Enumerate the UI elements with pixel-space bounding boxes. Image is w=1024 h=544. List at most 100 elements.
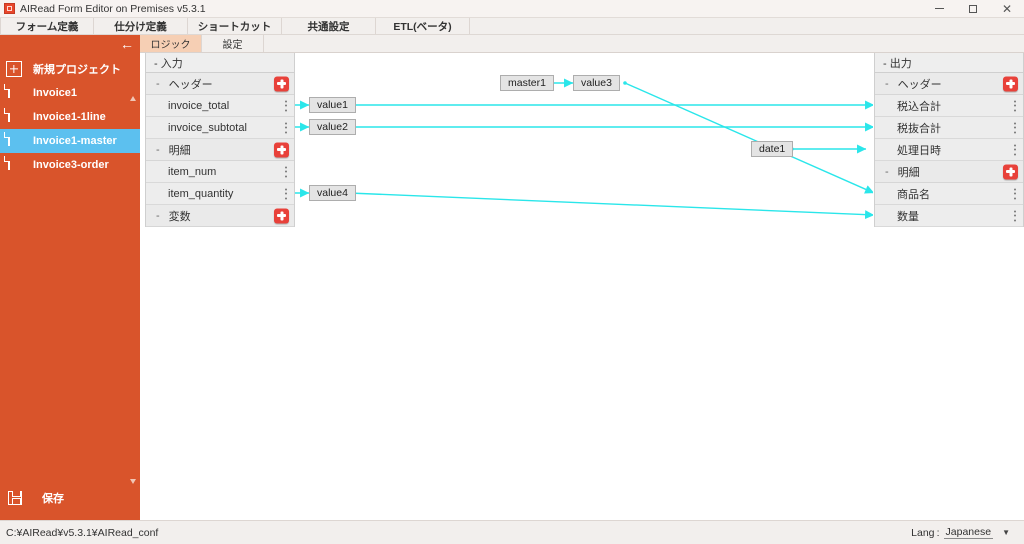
menu-item-common-settings[interactable]: 共通設定 xyxy=(282,18,376,34)
output-group-detail[interactable]: - 明細 xyxy=(875,161,1023,183)
menu-bar-filler xyxy=(470,18,1024,34)
kebab-menu-icon[interactable] xyxy=(1013,144,1016,155)
inner-tab-bar: ロジック 設定 xyxy=(140,35,1024,53)
maximize-icon xyxy=(969,4,977,13)
kebab-menu-icon[interactable] xyxy=(284,122,287,133)
input-field-item-quantity[interactable]: item_quantity xyxy=(146,183,294,205)
add-field-button[interactable] xyxy=(1003,164,1018,179)
collapse-toggle-icon[interactable]: - xyxy=(156,209,160,222)
collapse-toggle-icon[interactable]: - xyxy=(156,143,160,156)
sidebar-item-label: 新規プロジェクト xyxy=(33,64,121,76)
input-field-item-num[interactable]: item_num xyxy=(146,161,294,183)
collapse-toggle-icon[interactable]: - xyxy=(156,77,160,90)
input-group-header[interactable]: - ヘッダー xyxy=(146,73,294,95)
kebab-menu-icon[interactable] xyxy=(284,188,287,199)
menu-item-sorting-definition[interactable]: 仕分け定義 xyxy=(94,18,188,34)
output-group-label: 明細 xyxy=(897,166,920,179)
input-panel: - 入力 - ヘッダー invoice_total invoice_subtot… xyxy=(145,53,295,227)
kebab-menu-icon[interactable] xyxy=(284,166,287,177)
canvas-node-master1[interactable]: master1 xyxy=(500,75,554,91)
sidebar-item-invoice3-order[interactable]: Invoice3-order xyxy=(0,153,140,177)
language-value: Japanese xyxy=(943,526,994,539)
output-field-processing-datetime[interactable]: 処理日時 xyxy=(875,139,1023,161)
save-icon xyxy=(8,491,22,505)
canvas-node-value4[interactable]: value4 xyxy=(309,185,356,201)
output-field-label: 商品名 xyxy=(897,188,930,201)
input-group-detail[interactable]: - 明細 xyxy=(146,139,294,161)
sidebar-item-label: Invoice1-master xyxy=(33,135,117,147)
logic-canvas[interactable]: master1 value3 value1 value2 value4 date… xyxy=(295,53,873,520)
menu-bar: フォーム定義 仕分け定義 ショートカット 共通設定 ETL(ベータ) xyxy=(0,18,1024,35)
back-button[interactable]: ← xyxy=(0,35,140,53)
add-field-button[interactable] xyxy=(274,208,289,223)
output-field-tax-excluded-total[interactable]: 税抜合計 xyxy=(875,117,1023,139)
menu-item-shortcut[interactable]: ショートカット xyxy=(188,18,282,34)
kebab-menu-icon[interactable] xyxy=(1013,100,1016,111)
sidebar-scroll-down[interactable] xyxy=(130,479,137,486)
node-label: date1 xyxy=(759,143,786,155)
menu-item-form-definition[interactable]: フォーム定義 xyxy=(0,18,94,34)
document-icon xyxy=(6,132,22,149)
kebab-menu-icon[interactable] xyxy=(1013,122,1016,133)
tab-logic[interactable]: ロジック xyxy=(140,35,202,52)
config-path-text: C:¥AIRead¥v5.3.1¥AIRead_conf xyxy=(6,526,159,539)
output-panel-title: - 出力 xyxy=(875,53,1023,73)
save-button[interactable]: 保存 xyxy=(0,485,140,511)
kebab-menu-icon[interactable] xyxy=(1013,188,1016,199)
add-field-button[interactable] xyxy=(274,142,289,157)
output-group-label: ヘッダー xyxy=(897,78,942,91)
output-group-header[interactable]: - ヘッダー xyxy=(875,73,1023,95)
back-arrow-icon: ← xyxy=(120,36,134,52)
collapse-toggle-icon[interactable]: - xyxy=(885,77,889,90)
sidebar-item-invoice1[interactable]: Invoice1 xyxy=(0,81,140,105)
work-area: - 入力 - ヘッダー invoice_total invoice_subtot… xyxy=(140,53,1024,520)
sidebar-item-new-project[interactable]: 新規プロジェクト xyxy=(0,57,140,81)
output-field-tax-included-total[interactable]: 税込合計 xyxy=(875,95,1023,117)
input-field-invoice-subtotal[interactable]: invoice_subtotal xyxy=(146,117,294,139)
output-panel: - 出力 - ヘッダー 税込合計 税抜合計 処理日時 - 明細 xyxy=(874,53,1024,227)
collapse-toggle-icon[interactable]: - xyxy=(885,165,889,178)
window-title: AIRead Form Editor on Premises v5.3.1 xyxy=(20,2,206,15)
input-group-label: 変数 xyxy=(168,210,191,223)
canvas-node-value2[interactable]: value2 xyxy=(309,119,356,135)
canvas-node-value1[interactable]: value1 xyxy=(309,97,356,113)
canvas-node-date1[interactable]: date1 xyxy=(751,141,794,157)
output-field-label: 税込合計 xyxy=(897,100,941,113)
output-field-label: 処理日時 xyxy=(897,144,941,157)
sidebar-item-invoice1-master[interactable]: Invoice1-master xyxy=(0,129,140,153)
input-group-variables[interactable]: - 変数 xyxy=(146,205,294,227)
output-field-product-name[interactable]: 商品名 xyxy=(875,183,1023,205)
inner-tab-filler xyxy=(264,35,1024,52)
kebab-menu-icon[interactable] xyxy=(284,100,287,111)
input-group-label: ヘッダー xyxy=(168,78,213,91)
output-field-label: 税抜合計 xyxy=(897,122,941,135)
canvas-node-value3[interactable]: value3 xyxy=(573,75,620,91)
node-label: value1 xyxy=(317,99,348,111)
input-panel-title: - 入力 xyxy=(146,53,294,73)
document-icon xyxy=(6,108,22,125)
close-icon: ✕ xyxy=(1001,1,1013,16)
node-label: value3 xyxy=(581,77,612,89)
node-label: master1 xyxy=(508,77,546,89)
input-field-label: invoice_subtotal xyxy=(168,121,247,134)
maximize-button[interactable] xyxy=(956,0,990,18)
kebab-menu-icon[interactable] xyxy=(1013,210,1016,221)
input-field-invoice-total[interactable]: invoice_total xyxy=(146,95,294,117)
sidebar-item-label: Invoice1-1line xyxy=(33,111,106,123)
minimize-icon xyxy=(934,8,944,9)
sidebar-item-invoice1-1line[interactable]: Invoice1-1line xyxy=(0,105,140,129)
minimize-button[interactable] xyxy=(922,0,956,18)
close-button[interactable]: ✕ xyxy=(990,0,1024,18)
node-label: value4 xyxy=(317,187,348,199)
document-icon xyxy=(6,156,22,173)
add-field-button[interactable] xyxy=(1003,76,1018,91)
output-field-quantity[interactable]: 数量 xyxy=(875,205,1023,227)
language-selector[interactable]: Lang : Japanese ▼ xyxy=(911,526,1010,539)
input-field-label: item_quantity xyxy=(168,187,234,200)
menu-item-etl-beta[interactable]: ETL(ベータ) xyxy=(376,18,470,34)
project-sidebar: ← 新規プロジェクト Invoice1 Invoice1-1line Invoi… xyxy=(0,35,140,520)
tab-settings[interactable]: 設定 xyxy=(202,35,264,52)
add-field-button[interactable] xyxy=(274,76,289,91)
sidebar-scroll-up[interactable] xyxy=(130,96,137,103)
